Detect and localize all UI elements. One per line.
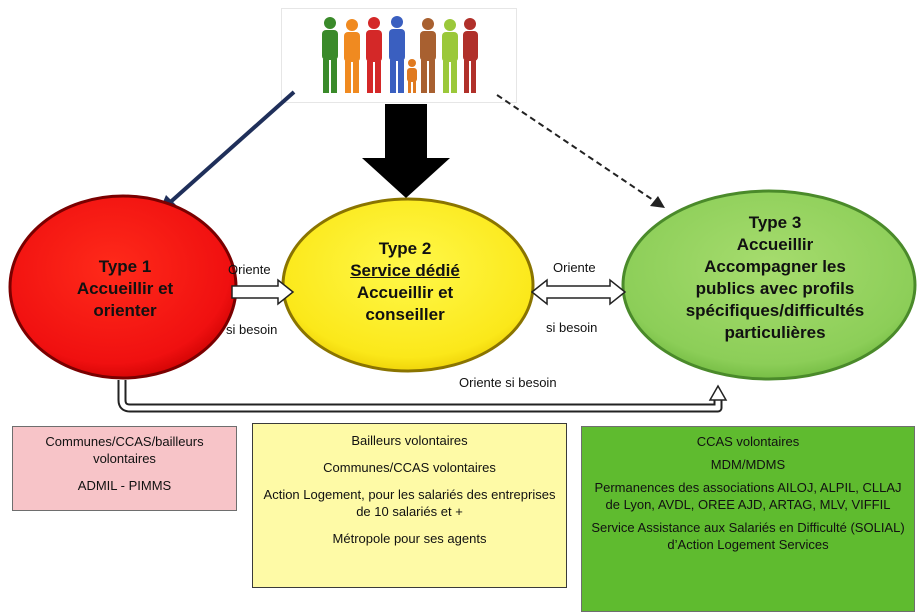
- people-silhouettes-icon: [322, 16, 478, 93]
- box1-line2: volontaires: [93, 451, 156, 466]
- box1-line3: ADMIL - PIMMS: [77, 478, 172, 493]
- type2-line1: Service dédié: [350, 261, 460, 280]
- people-image: [281, 8, 517, 103]
- type3-title: Type 3: [748, 213, 802, 232]
- box3-line2: MDM/MDMS: [710, 457, 786, 472]
- hollow-arrow-type2-type3: [530, 278, 627, 306]
- box2-line1: Bailleurs volontaires: [351, 433, 468, 448]
- type2-text: Type 2 Service dédié Accueillir et conse…: [300, 238, 510, 326]
- besoin-label-left: si besoin: [226, 322, 278, 337]
- box2-line2: Communes/CCAS volontaires: [323, 460, 496, 475]
- box2-line4: Métropole pour ses agents: [332, 531, 487, 546]
- arrow-to-type3: [496, 94, 665, 208]
- besoin-label-right: si besoin: [546, 320, 598, 335]
- type3-line1: Accueillir: [736, 235, 814, 254]
- box1-line1: Communes/CCAS/bailleurs: [45, 434, 204, 449]
- type3-text: Type 3 Accueillir Accompagner les public…: [640, 212, 910, 344]
- type3-line4: spécifiques/difficultés: [685, 301, 865, 320]
- orient-label-bottom: Oriente si besoin: [459, 375, 557, 390]
- box3-line1: CCAS volontaires: [696, 434, 800, 449]
- box1-text: Communes/CCAS/bailleurs volontaires: [19, 433, 230, 467]
- orient-label-right: Oriente: [553, 260, 596, 275]
- type3-line5: particulières: [724, 323, 826, 342]
- type1-text: Type 1 Accueillir et orienter: [30, 256, 220, 322]
- type1-title: Type 1: [98, 257, 152, 276]
- type1-line2: orienter: [93, 301, 157, 320]
- box3-line3: Permanences des associations AILOJ, ALPI…: [594, 480, 902, 512]
- box3-line4: Service Assistance aux Salariés en Diffi…: [591, 520, 905, 552]
- hollow-arrow-type1-type2: [231, 278, 295, 306]
- arrow-to-type1: [158, 90, 296, 214]
- type2-actors-box: Bailleurs volontaires Communes/CCAS volo…: [252, 423, 567, 588]
- orient-label-left: Oriente: [228, 262, 271, 277]
- type2-line3: conseiller: [365, 305, 445, 324]
- type1-actors-box: Communes/CCAS/bailleurs volontaires ADMI…: [12, 426, 237, 511]
- type2-title: Type 2: [378, 239, 432, 258]
- type3-line3: publics avec profils: [695, 279, 855, 298]
- type1-line1: Accueillir et: [76, 279, 174, 298]
- type3-line2: Accompagner les: [704, 257, 846, 276]
- type3-actors-box: CCAS volontaires MDM/MDMS Permanences de…: [581, 426, 915, 612]
- type3-ellipse: [621, 189, 917, 381]
- bottom-arrow-type1-type3: [117, 380, 728, 413]
- arrow-to-type2: [362, 104, 450, 198]
- type2-line2: Accueillir et: [356, 283, 454, 302]
- box2-line3: Action Logement, pour les salariés des e…: [263, 487, 556, 519]
